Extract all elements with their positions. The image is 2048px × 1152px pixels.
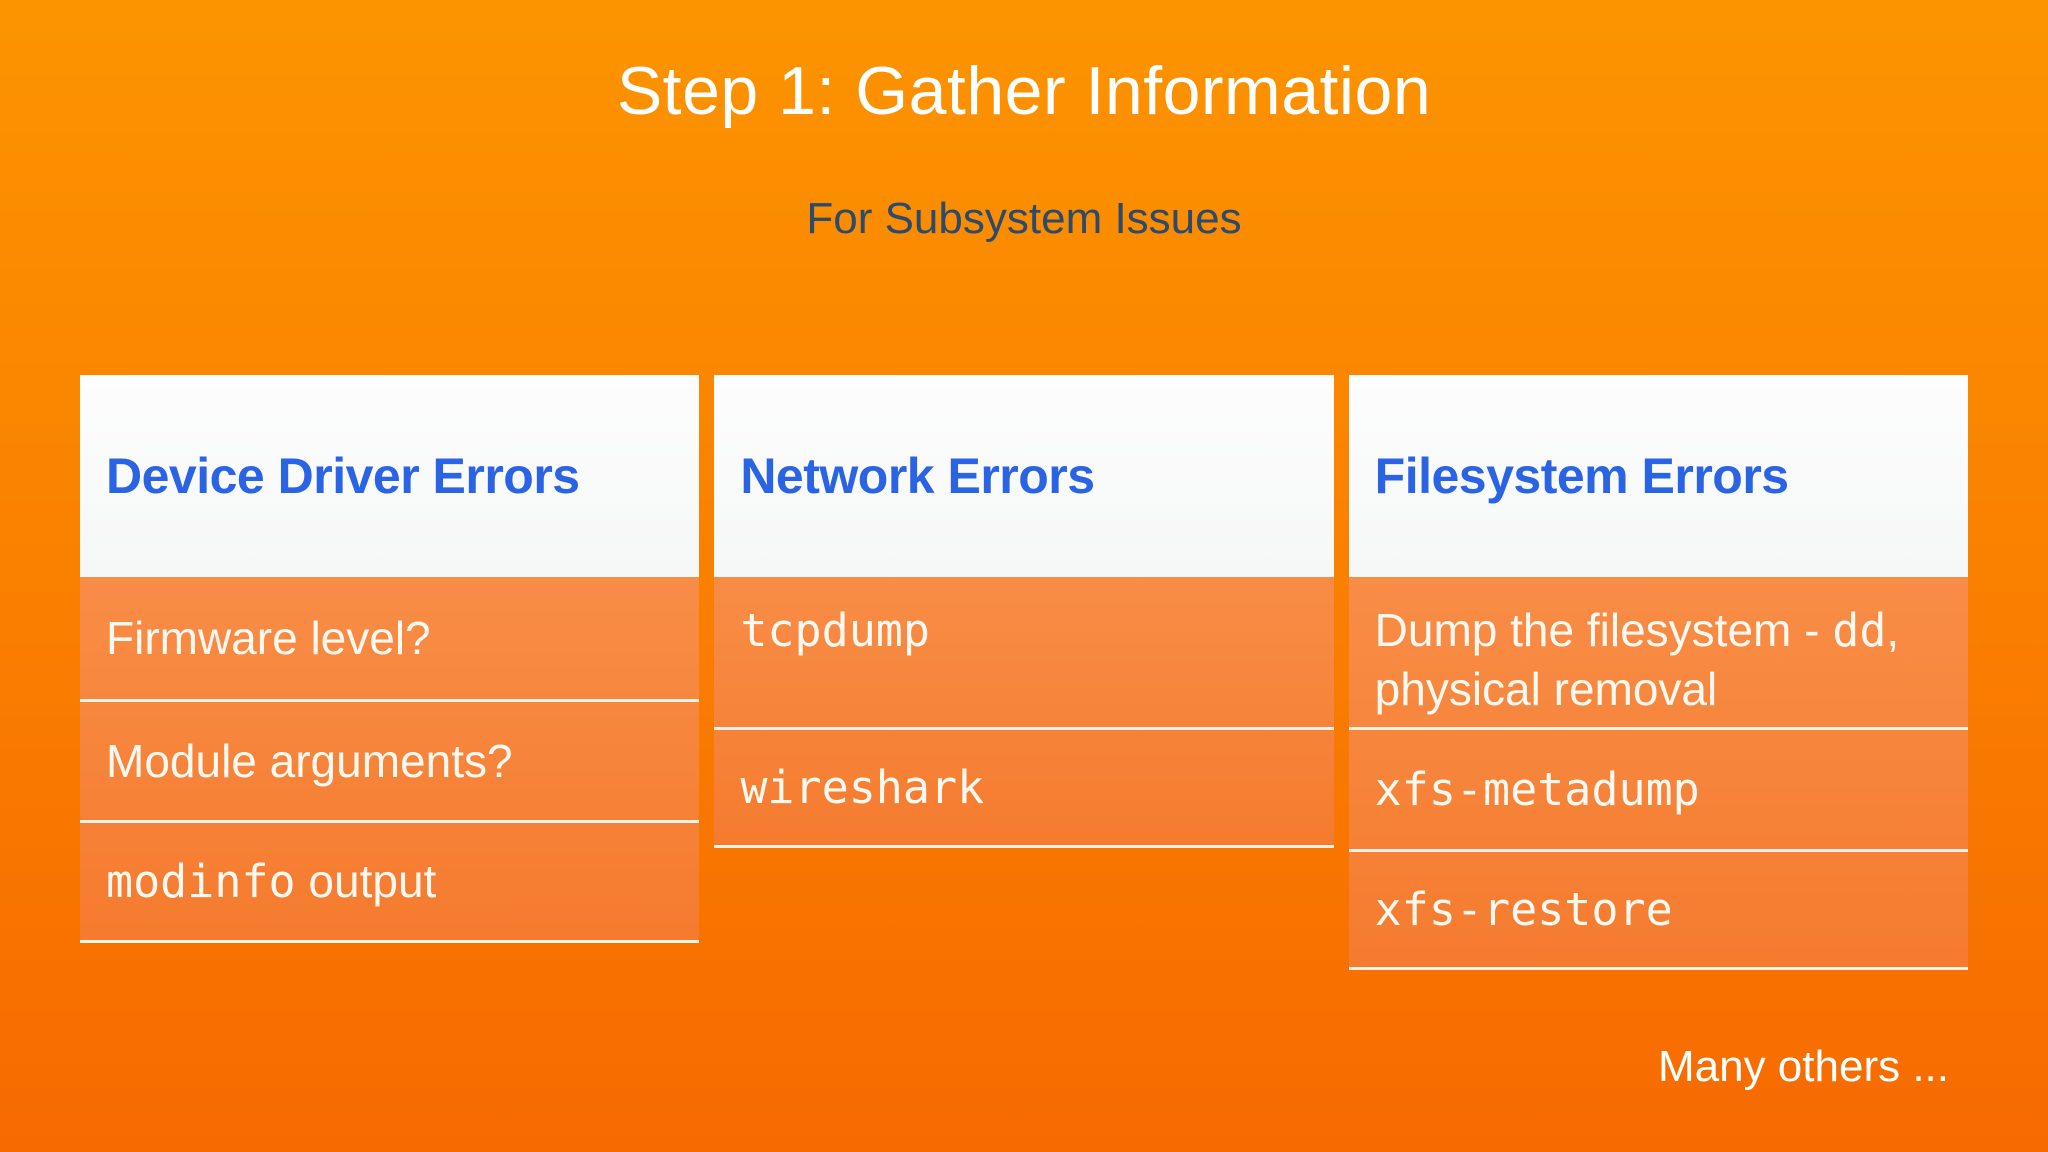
card-body: Firmware level? Module arguments? modinfo …	[80, 577, 700, 943]
row-text: physical removal	[1374, 663, 1718, 715]
card-row: xfs-restore	[1348, 852, 1968, 970]
command-text: modinfo	[106, 855, 296, 908]
row-text: Firmware level?	[106, 612, 431, 664]
card-header: Device Driver Errors	[80, 375, 700, 577]
card-title: Filesystem Errors	[1374, 448, 1789, 504]
command-text: dd	[1832, 604, 1887, 657]
command-text: xfs-metadump	[1374, 763, 1700, 816]
command-text: tcpdump	[740, 604, 930, 657]
card-row: xfs-metadump	[1348, 730, 1968, 852]
card-row: Dump the filesystem - dd, physical remova…	[1348, 577, 1968, 730]
card-row: tcpdump	[714, 577, 1334, 730]
footnote: Many others ...	[1657, 1042, 1949, 1091]
card-row: modinfo output	[80, 823, 700, 943]
card-body: tcpdump wireshark	[714, 577, 1334, 848]
row-content: Module arguments?	[106, 732, 513, 790]
row-text: output	[295, 855, 437, 907]
slide-title: Step 1: Gather Information	[616, 53, 1432, 129]
row-content: Dump the filesystem - dd, physical remova…	[1375, 601, 1900, 718]
row-text: Dump the filesystem -	[1374, 604, 1833, 656]
card-network-errors: Network Errors tcpdump wireshark	[714, 375, 1334, 848]
slide-subtitle: For Subsystem Issues	[806, 194, 1242, 243]
row-content: xfs-metadump	[1375, 760, 1700, 819]
command-text: wireshark	[740, 761, 985, 814]
card-header: Filesystem Errors	[1348, 375, 1968, 577]
command-text: xfs-restore	[1374, 883, 1673, 936]
card-header: Network Errors	[714, 375, 1334, 577]
card-row: wireshark	[714, 730, 1334, 848]
card-row: Firmware level?	[80, 577, 700, 702]
row-content: wireshark	[740, 758, 984, 817]
row-content: tcpdump	[740, 601, 930, 660]
row-text: Module arguments?	[106, 735, 513, 787]
card-title: Device Driver Errors	[106, 448, 580, 504]
row-content: xfs-restore	[1375, 880, 1673, 939]
row-content: Firmware level?	[106, 609, 431, 667]
card-title: Network Errors	[740, 448, 1095, 504]
row-text: ,	[1886, 604, 1900, 656]
row-content: modinfo output	[106, 852, 436, 911]
card-body: Dump the filesystem - dd, physical remova…	[1348, 577, 1968, 970]
card-row: Module arguments?	[80, 702, 700, 823]
